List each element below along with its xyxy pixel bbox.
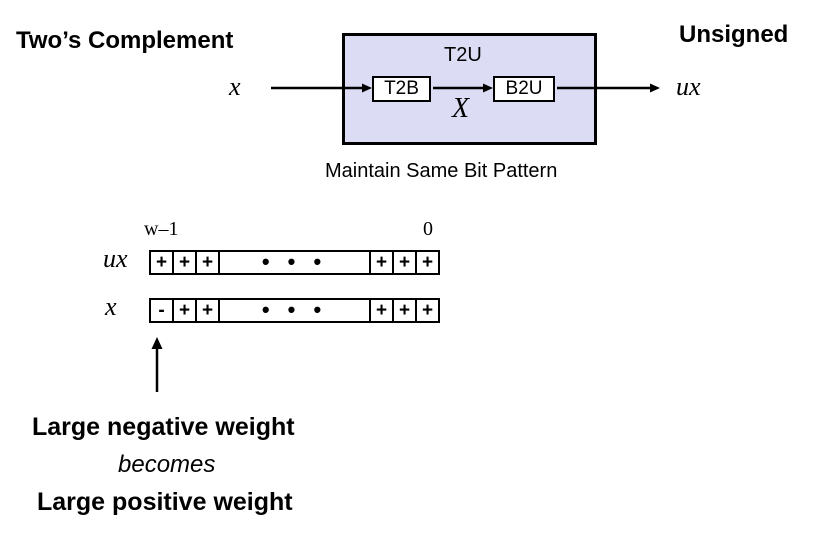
input-variable-x: x [229,72,241,101]
bit-cell: + [371,252,394,273]
input-arrow-head [362,83,372,93]
output-variable-ux: ux [676,72,701,101]
unsigned-title: Unsigned [679,21,789,48]
maintain-bit-pattern-label: Maintain Same Bit Pattern [325,160,558,182]
bit-cell: + [197,300,220,321]
twos-complement-title: Two’s Complement [16,27,234,54]
bit-cell: + [394,300,417,321]
bit-cell: + [394,252,417,273]
bit-cell: + [421,300,434,321]
bit-ellipsis: • • • [220,251,371,273]
bit-ellipsis: • • • [220,299,371,321]
caption-line-positive: Large positive weight [37,488,293,516]
row-label-x: x [105,292,117,321]
caption-line-becomes: becomes [118,451,216,478]
t2b-box: T2B [372,76,431,102]
intermediate-variable-X: X [452,93,470,124]
bit-cell: + [151,252,174,273]
bit-cell: + [197,252,220,273]
bit-row-ux: + + + • • • + + + [149,250,440,275]
msb-arrow-head [151,337,163,349]
msb-position-label: w–1 [144,218,179,240]
output-arrow-head [650,83,660,93]
bit-cell: + [174,252,197,273]
bit-cell: + [371,300,394,321]
sign-bit-cell: - [151,300,174,321]
bit-row-x: - + + • • • + + + [149,298,440,323]
row-label-ux: ux [103,244,128,273]
caption-line-negative: Large negative weight [32,413,295,441]
b2u-box: B2U [493,76,555,102]
bit-cell: + [174,300,197,321]
t2u-label: T2U [444,44,482,66]
lsb-position-label: 0 [423,218,433,240]
bit-cell: + [421,252,434,273]
middle-arrow-head [483,83,493,93]
